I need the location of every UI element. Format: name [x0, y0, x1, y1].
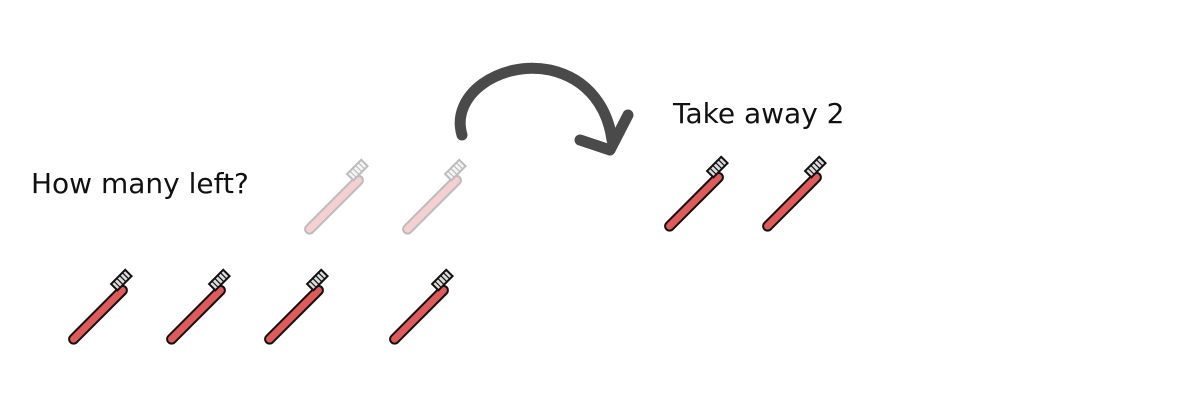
- toothbrush-icon-taken: [664, 155, 729, 232]
- toothbrush-icon-faded: [402, 158, 467, 235]
- instruction-label: Take away 2: [673, 97, 845, 130]
- toothbrush-icon-faded: [304, 158, 369, 235]
- toothbrush-icon-taken: [762, 155, 827, 232]
- toothbrush-icon-remaining: [68, 268, 133, 345]
- curved-arrow-icon: [454, 62, 634, 156]
- toothbrush-icon-remaining: [166, 268, 231, 345]
- question-label: How many left?: [31, 167, 249, 200]
- toothbrush-icon-remaining: [264, 268, 329, 345]
- toothbrush-icon-remaining: [389, 268, 454, 345]
